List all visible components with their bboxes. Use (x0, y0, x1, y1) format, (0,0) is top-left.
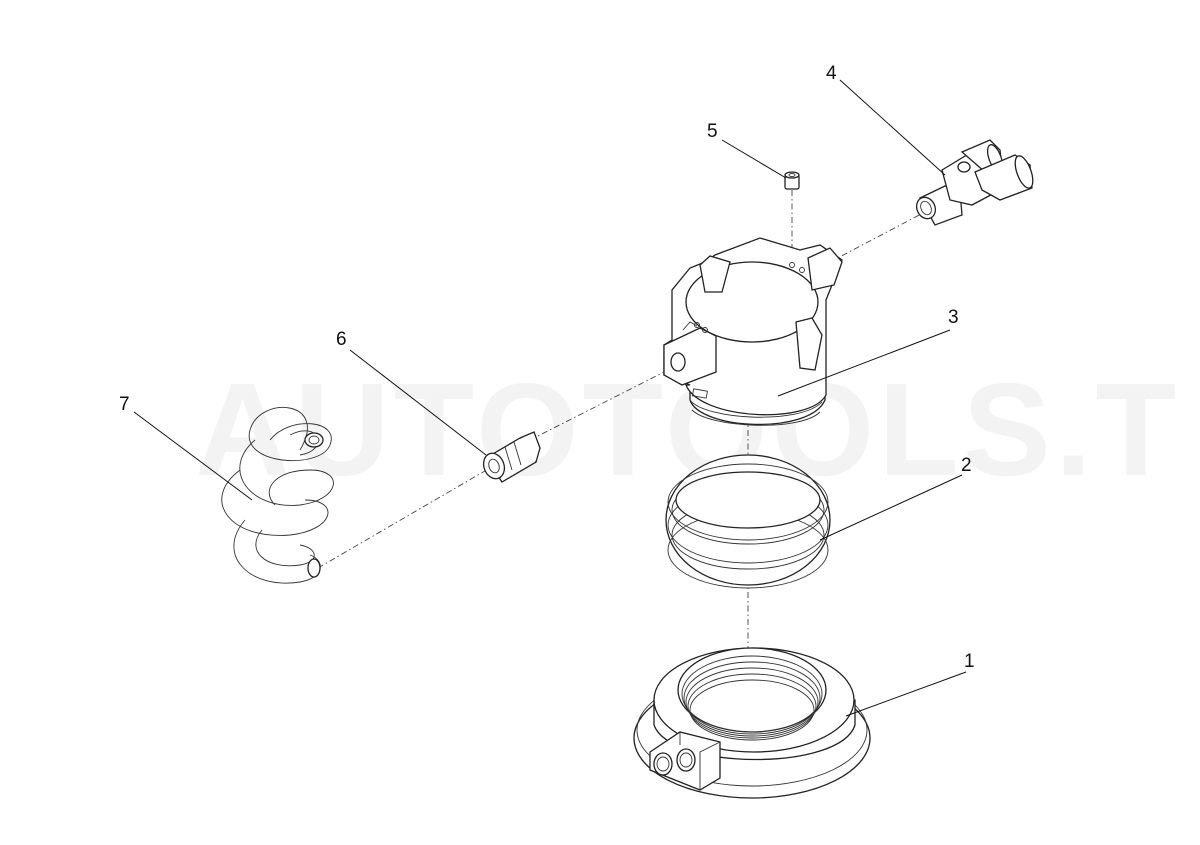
clamp-housing-part (663, 237, 843, 426)
callout-6: 6 (336, 329, 347, 350)
callout-2: 2 (961, 455, 972, 476)
callout-3: 3 (948, 307, 959, 328)
callout-7: 7 (119, 394, 130, 415)
set-screw-part (784, 171, 800, 190)
sealing-ring-part (665, 454, 831, 589)
coiled-hose-part (221, 407, 334, 584)
threaded-clamp-ring-part (633, 647, 871, 799)
callout-1: 1 (964, 651, 975, 672)
straight-fitting-part (482, 431, 541, 483)
y-fitting-part (915, 139, 1034, 226)
callout-4: 4 (826, 63, 837, 84)
callout-5: 5 (707, 121, 718, 142)
leader-lines (133, 79, 967, 717)
